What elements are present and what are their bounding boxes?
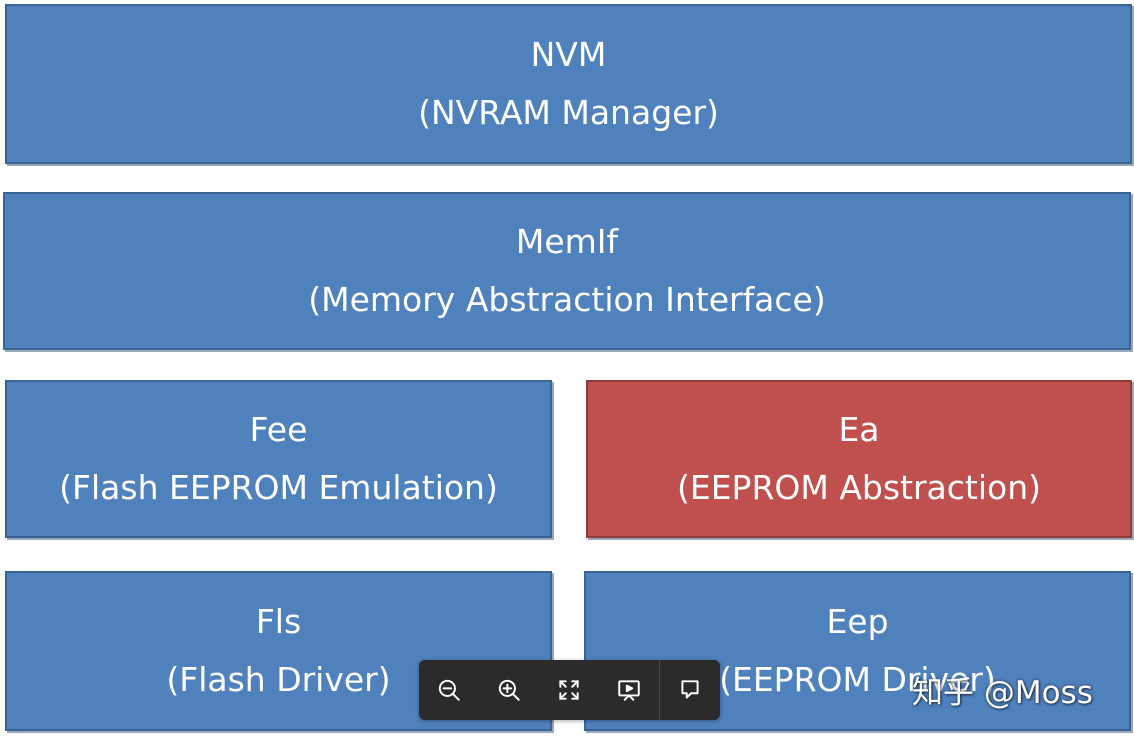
block-fee-name: Fee	[249, 410, 308, 449]
zhihu-watermark: 知乎 @Moss	[912, 674, 1093, 711]
zoom-out-button[interactable]	[419, 660, 479, 720]
block-memif-desc: (Memory Abstraction Interface)	[308, 280, 826, 319]
block-eep-desc: (EEPROM Driver)	[719, 660, 996, 699]
comment-icon	[681, 680, 699, 699]
block-ea: Ea (EEPROM Abstraction)	[586, 380, 1132, 538]
block-nvm-desc: (NVRAM Manager)	[418, 93, 719, 132]
image-viewer-toolbar	[419, 660, 720, 720]
block-ea-name: Ea	[838, 410, 880, 449]
block-memif-name: MemIf	[515, 222, 619, 261]
fullscreen-icon	[559, 680, 579, 700]
block-nvm: NVM (NVRAM Manager)	[5, 4, 1132, 164]
slideshow-button[interactable]	[599, 660, 659, 720]
comment-button[interactable]	[660, 660, 720, 720]
fullscreen-button[interactable]	[539, 660, 599, 720]
zoom-in-button[interactable]	[479, 660, 539, 720]
block-fee: Fee (Flash EEPROM Emulation)	[5, 380, 552, 538]
block-fls-desc: (Flash Driver)	[166, 660, 391, 699]
zoom-out-icon	[438, 679, 460, 701]
block-fls: Fls (Flash Driver)	[5, 571, 552, 731]
zoom-in-icon	[498, 679, 520, 701]
block-memif: MemIf (Memory Abstraction Interface)	[3, 192, 1131, 350]
block-eep-name: Eep	[826, 602, 889, 641]
slideshow-icon	[618, 680, 640, 701]
block-fls-name: Fls	[255, 602, 302, 641]
block-nvm-name: NVM	[530, 35, 607, 74]
toolbar-divider	[659, 660, 660, 720]
block-ea-desc: (EEPROM Abstraction)	[676, 468, 1041, 507]
block-fee-desc: (Flash EEPROM Emulation)	[59, 468, 498, 507]
